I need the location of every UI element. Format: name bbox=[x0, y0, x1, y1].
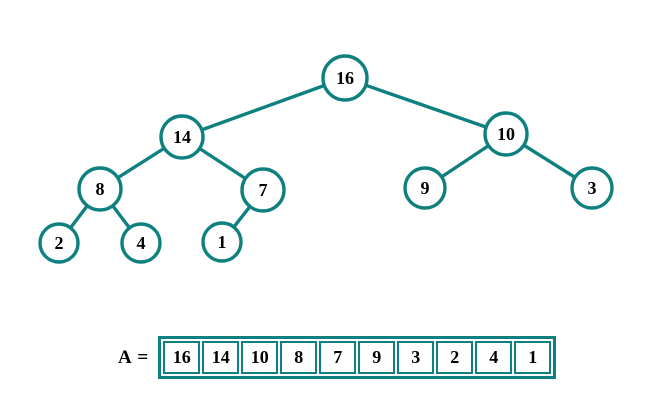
tree-node-value: 14 bbox=[173, 127, 191, 147]
array-cell-4: 4 bbox=[475, 341, 513, 374]
tree-node-circle bbox=[570, 166, 614, 210]
tree-node-9: 9 bbox=[403, 166, 447, 210]
tree-node-value: 4 bbox=[137, 233, 146, 253]
tree-node-value: 2 bbox=[55, 233, 64, 253]
tree-node-16: 16 bbox=[321, 54, 369, 102]
tree-node-value: 3 bbox=[588, 178, 597, 198]
array-cell-14: 14 bbox=[202, 341, 240, 374]
tree-node-10: 10 bbox=[483, 111, 529, 157]
array-cell-1: 1 bbox=[514, 341, 552, 374]
tree-node-value: 16 bbox=[336, 68, 354, 88]
array-cell-9: 9 bbox=[358, 341, 396, 374]
tree-node-circle bbox=[38, 222, 80, 264]
array-label: A = bbox=[118, 346, 150, 368]
tree-node-7: 7 bbox=[240, 167, 286, 213]
array-cell-10: 10 bbox=[241, 341, 279, 374]
tree-node-circle bbox=[403, 166, 447, 210]
tree-node-value: 8 bbox=[96, 179, 105, 199]
tree-node-circle bbox=[483, 111, 529, 157]
tree-node-8: 8 bbox=[77, 166, 123, 212]
tree-node-14: 14 bbox=[159, 114, 205, 160]
tree-node-value: 10 bbox=[497, 124, 515, 144]
tree-node-value: 9 bbox=[421, 178, 430, 198]
array-cell-2: 2 bbox=[436, 341, 474, 374]
array-cell-3: 3 bbox=[397, 341, 435, 374]
tree-node-value: 7 bbox=[259, 180, 268, 200]
tree-node-circle bbox=[240, 167, 286, 213]
tree-edge bbox=[181, 76, 346, 139]
tree-node-2: 2 bbox=[38, 222, 80, 264]
array-cell-16: 16 bbox=[163, 341, 201, 374]
tree-node-circle bbox=[159, 114, 205, 160]
tree-edge bbox=[344, 76, 507, 136]
array-cell-8: 8 bbox=[280, 341, 318, 374]
tree-node-circle bbox=[77, 166, 123, 212]
tree-node-3: 3 bbox=[570, 166, 614, 210]
tree-node-circle bbox=[201, 221, 243, 263]
tree-node-value: 1 bbox=[218, 232, 227, 252]
array-cell-7: 7 bbox=[319, 341, 357, 374]
tree-node-circle bbox=[321, 54, 369, 102]
tree-node-circle bbox=[120, 222, 162, 264]
tree-node-1: 1 bbox=[201, 221, 243, 263]
tree-node-4: 4 bbox=[120, 222, 162, 264]
